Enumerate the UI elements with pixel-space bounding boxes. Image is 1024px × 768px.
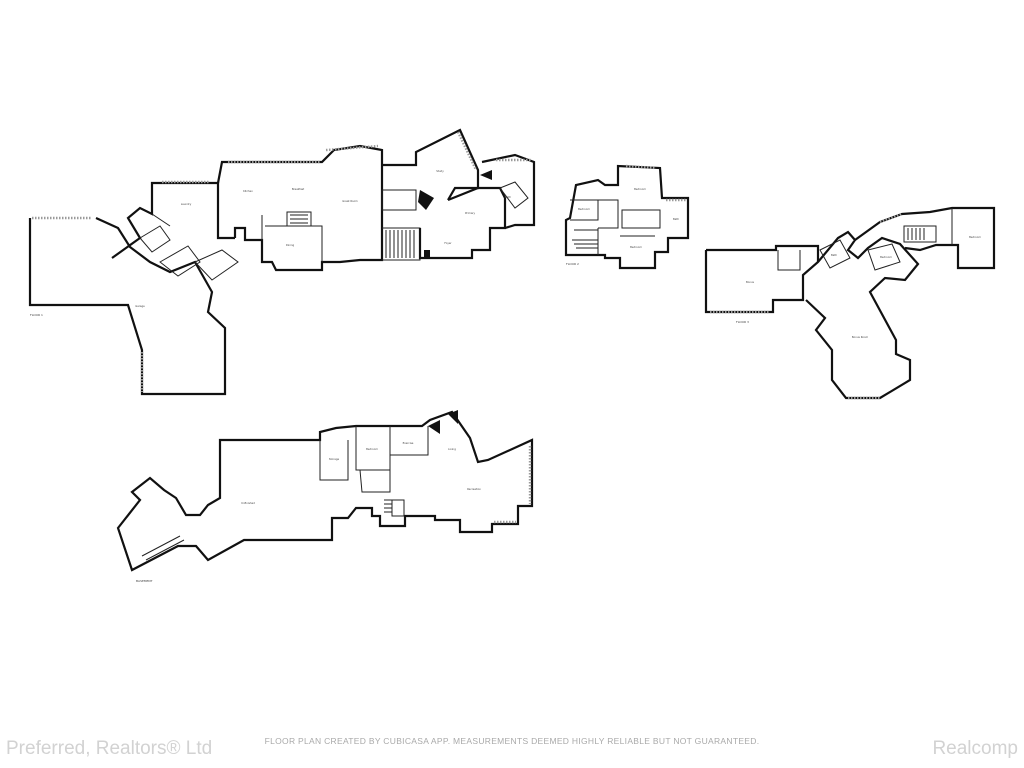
partition-wall [151,213,171,227]
fireplace [418,190,434,210]
corner-column [448,410,458,424]
closet-walls [381,189,417,211]
mls-watermark: Realcomp [932,738,1018,759]
floor-label: BASEMENT [136,579,153,583]
mudroom-walls [139,225,171,253]
room-label: Breakfast [292,187,304,191]
column [480,170,492,180]
pillar [424,250,430,258]
bath-basement-walls [359,469,391,493]
exercise-walls [389,426,429,456]
living-block-walls [216,144,384,272]
loft-stair [903,225,937,243]
room-label: Bath [673,217,679,221]
storage-walls [319,440,349,481]
room-label: Laundry [181,202,192,206]
loft-stair-treads [907,228,925,240]
bedroom-3-walls [867,243,901,271]
closet-3-walls [777,250,801,271]
study-windows [456,131,478,171]
room-label: Bedroom [630,245,642,249]
room-label: Bonus [746,280,755,284]
bath-2-walls [598,199,619,229]
room-label: Bedroom [578,207,590,211]
floor-3-plan: Bonus Bonus Room Bedroom Bedroom Bath FL… [704,206,996,400]
floor-1-plan: Garage Laundry Kitchen Breakfast Great R… [28,128,536,396]
floor-3-east-walls [854,206,996,270]
room-label: Recreation [467,487,481,491]
mech-walls [391,499,405,517]
room-label: Unfinished [241,501,255,505]
room-label: Study [436,169,444,173]
room-label: Bonus Room [852,335,869,339]
pantry-walls [194,249,239,281]
room-label: Bath [831,253,837,257]
room-label: Bath [505,195,511,199]
owners-suite-walls [418,186,507,260]
room-label: Primary [465,211,475,215]
dining-room-walls [265,225,323,262]
floor-label: FLOOR 2 [566,262,579,266]
floor-3-upper-walls [706,244,820,262]
basement-walls [116,410,534,572]
study-walls [382,128,480,201]
stair-2-treads [572,239,598,249]
floor-label: FLOOR 1 [30,313,43,317]
room-label: Garage [135,304,145,308]
room-label: Bedroom [366,447,378,451]
garage-walls [28,216,227,396]
floor-2-walls [564,164,690,270]
room-label: Kitchen [243,189,253,193]
room-label: Great Room [342,199,358,203]
bedroom-2-walls [570,199,599,221]
hall-walls [574,228,599,255]
basement-stair-treads [384,499,392,513]
closet-2-walls [621,209,661,229]
stair-treads [385,230,415,258]
room-label: Bedroom [969,235,981,239]
room-label: Dining [286,243,295,247]
floor-2-plan: Bedroom Bedroom Bedroom Bath FLOOR 2 [564,164,690,270]
room-label: Foyer [444,241,452,245]
floor-label: FLOOR 3 [736,320,749,324]
hall-window [879,212,903,224]
basement-plan: Unfinished Storage Bedroom Exercise Livi… [116,410,534,583]
kitchen-island [286,211,312,227]
room-label: Bedroom [634,187,646,191]
powder-room-walls [159,245,201,277]
room-label: Exercise [403,441,414,445]
bath-3-walls [819,239,851,269]
brokerage-watermark: Preferred, Realtors® Ltd [6,738,213,759]
closet-interior [499,181,529,209]
room-label: Storage [329,457,340,461]
floor-3-walls [704,230,920,400]
corner-column [428,420,440,434]
bay-windows [325,144,379,152]
room-label: Living [448,447,456,451]
island-detail [290,214,308,224]
room-label: Bedroom [880,255,892,259]
garage-bay-marks [141,535,185,561]
bathroom-walls [481,153,536,230]
bedroom-window [625,164,657,170]
floor-plan-disclaimer: FLOOR PLAN CREATED BY CUBICASA APP. MEAS… [264,736,760,746]
